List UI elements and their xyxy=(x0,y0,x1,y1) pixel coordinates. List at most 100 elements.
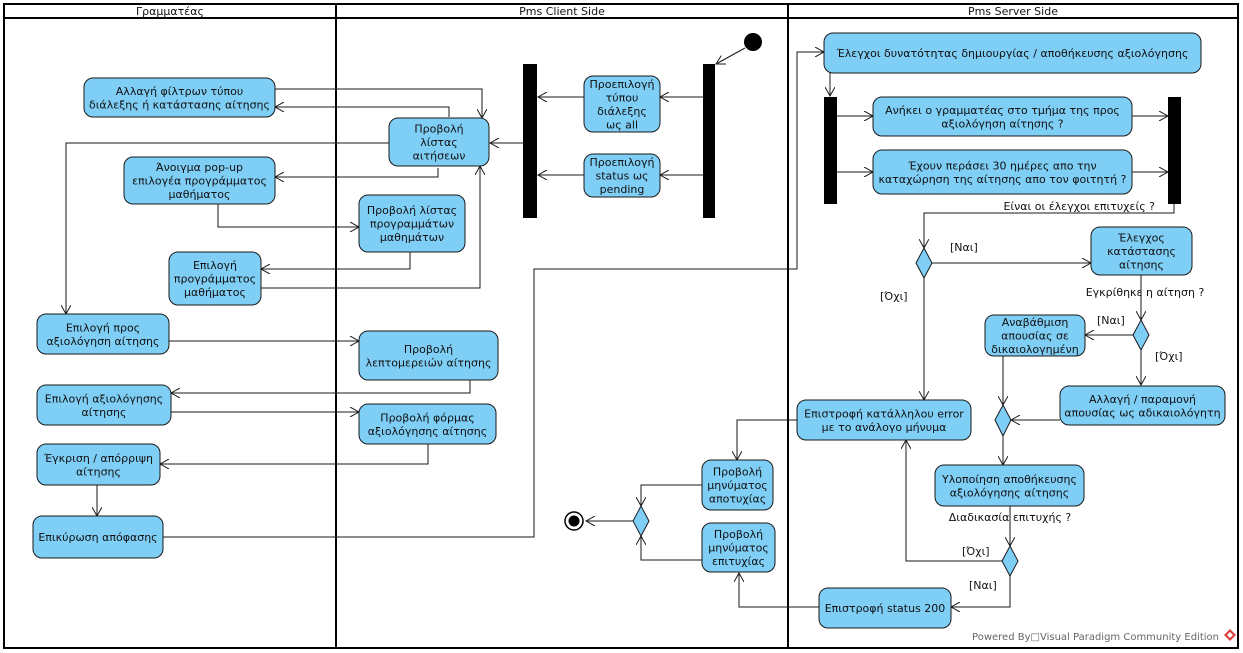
fork-bar-server xyxy=(824,97,837,204)
action-box xyxy=(583,75,661,133)
decision-approved xyxy=(1132,318,1150,352)
action-box xyxy=(32,515,164,559)
action-return-200: Επιστροφή status 200 xyxy=(818,587,952,629)
guard-no-1: [Όχι] xyxy=(880,290,908,303)
action-box xyxy=(984,314,1086,357)
guard-no-2: [Όχι] xyxy=(1155,350,1183,363)
action-box xyxy=(1090,226,1193,276)
diagram-frame xyxy=(3,3,1239,649)
action-label: Έλεγχοι δυνατότητας δημιουργίας / αποθήκ… xyxy=(836,47,1189,60)
action-box xyxy=(701,459,774,511)
action-box xyxy=(168,251,262,306)
guard-yes-3: [Ναι] xyxy=(969,579,997,592)
initial-node xyxy=(744,33,762,51)
final-node xyxy=(564,511,584,531)
action-box xyxy=(83,77,276,118)
action-box xyxy=(388,117,490,167)
join-bar-server xyxy=(1168,97,1181,204)
merge-absence xyxy=(994,403,1012,438)
action-box xyxy=(583,153,661,198)
footer-credit: Powered By□Visual Paradigm Community Edi… xyxy=(972,632,1219,643)
decision-success xyxy=(1001,544,1019,578)
join-bar-client-left xyxy=(523,64,537,218)
fork-bar-client-right xyxy=(703,64,715,218)
decisions xyxy=(632,246,1150,578)
action-server-checks: Έλεγχοι δυνατότητας δημιουργίας / αποθήκ… xyxy=(823,32,1202,74)
guard-success-q: Διαδικασία επιτυχής ? xyxy=(949,511,1072,524)
visual-paradigm-logo-icon xyxy=(1224,629,1236,641)
action-box xyxy=(358,194,466,253)
action-box xyxy=(818,587,952,629)
decision-checks-ok xyxy=(915,246,933,280)
guard-yes-1: [Ναι] xyxy=(950,241,978,254)
edges xyxy=(66,48,1175,607)
guard-checks-ok: Είναι οι έλεγχοι επιτυχείς ? xyxy=(1003,200,1155,213)
action-box xyxy=(36,384,172,426)
decision-client-result xyxy=(632,504,650,538)
action-box xyxy=(1059,385,1226,426)
action-box xyxy=(872,149,1133,195)
action-box xyxy=(934,464,1085,507)
action-box xyxy=(872,96,1133,137)
sync-bars xyxy=(523,64,1181,218)
footer: Powered By□Visual Paradigm Community Edi… xyxy=(972,629,1236,643)
guard-yes-2: [Ναι] xyxy=(1097,314,1125,327)
action-box xyxy=(36,443,161,486)
action-box xyxy=(823,32,1202,74)
lane-title-client: Pms Client Side xyxy=(519,5,605,18)
action-confirm-decision: Επικύρωση απόφασης xyxy=(32,515,164,559)
action-box xyxy=(123,156,276,205)
lane-title-server: Pms Server Side xyxy=(968,5,1058,18)
action-box xyxy=(358,403,497,445)
action-box xyxy=(796,399,972,441)
guard-no-3: [Όχι] xyxy=(962,545,990,558)
action-box xyxy=(36,313,170,355)
action-label: Επικύρωση απόφασης xyxy=(38,531,157,544)
action-box xyxy=(701,522,776,573)
guards: Είναι οι έλεγχοι επιτυχείς ? [Ναι] [Όχι]… xyxy=(880,200,1204,592)
action-label: Επιστροφή status 200 xyxy=(825,602,946,615)
